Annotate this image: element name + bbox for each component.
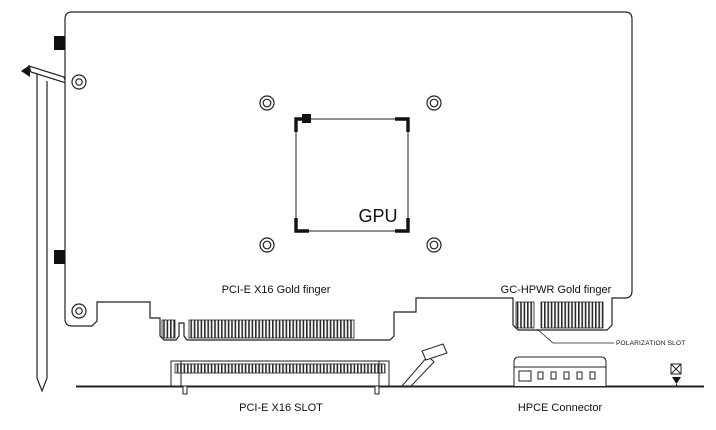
bracket-tab-arrow: [21, 65, 30, 77]
mounting-hole-bottom-left: [259, 237, 275, 253]
board-component: [670, 363, 682, 386]
gpu-die: GPU: [294, 114, 410, 233]
pcie-slot-foot-right: [374, 385, 380, 395]
polarization-slot-label: POLARIZATION SLOT: [616, 340, 685, 347]
pcie-gold-finger-short: [161, 319, 176, 339]
slot-latch: [400, 343, 448, 387]
board-component-pointer: [672, 377, 681, 384]
gpu-corner-mark: [395, 117, 410, 132]
pcie-x16-slot: [170, 360, 390, 395]
hpce-pad: [589, 371, 596, 380]
gc-hpwr-gold-finger: [515, 301, 604, 329]
pcie-slot-foot-left: [182, 385, 188, 395]
gc-hpwr-finger-right: [540, 301, 604, 329]
gpu-corner-mark: [294, 218, 309, 233]
gc-hpwr-gold-finger-label: GC-HPWR Gold finger: [501, 284, 612, 296]
polarization-slot-leader: [536, 328, 614, 344]
mounting-hole-top-left: [259, 95, 275, 111]
gpu-label: GPU: [358, 206, 397, 226]
gpu-corner-mark: [395, 218, 410, 233]
hpce-pad: [537, 371, 544, 380]
bracket-screw-hole-top: [71, 74, 87, 90]
mounting-hole-bottom-right: [426, 237, 442, 253]
pcie-gold-finger-label: PCI-E X16 Gold finger: [222, 284, 331, 296]
pcie-gold-finger: [161, 319, 355, 339]
pci-bracket: [21, 65, 67, 393]
left-edge-tab-bottom: [54, 250, 65, 264]
mounting-hole-top-right: [426, 95, 442, 111]
pcie-slot-pins: [174, 363, 386, 374]
bracket-screw-hole-bottom: [71, 303, 87, 319]
hpce-key-block: [518, 370, 532, 382]
gc-hpwr-finger-left: [515, 301, 535, 329]
hpce-pad: [576, 371, 583, 380]
pcie-gold-finger-long: [188, 319, 355, 339]
left-edge-tab-top: [54, 36, 65, 50]
hpce-connector: [513, 356, 607, 386]
gpu-pin1-marker: [302, 114, 311, 123]
card-outline: [64, 11, 633, 341]
pcie-slot-label: PCI-E X16 SLOT: [239, 402, 323, 414]
hpce-pad: [550, 371, 557, 380]
hpce-pad: [563, 371, 570, 380]
hpce-connector-label: HPCE Connector: [518, 402, 603, 414]
